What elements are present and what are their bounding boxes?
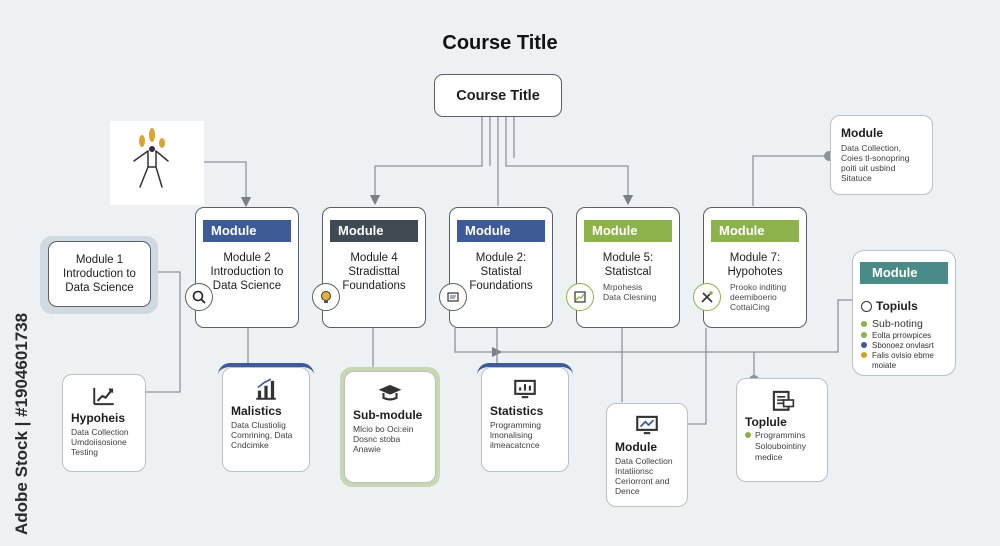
right-panel-item: Eolta prrowpices — [861, 330, 951, 340]
right-panel-item-label: Eolta prrowpices — [872, 330, 932, 340]
right-panel-item: Sub-noting — [861, 317, 951, 330]
document-icon — [439, 283, 467, 311]
right-panel-topic: Topiuls — [876, 299, 918, 313]
module-card-header: Module — [203, 220, 291, 242]
right-panel-item: Sbonoez onvlasrt — [861, 340, 951, 350]
bottom-card-item-label: medice — [755, 452, 783, 462]
bottom-card-item: Soloubointiny — [745, 441, 819, 451]
chart-icon — [566, 283, 594, 311]
right-panel-item-label: Falis ovisio ebme — [872, 350, 934, 360]
top-right-module-title: Module — [841, 126, 883, 140]
module-card-header: Module — [584, 220, 672, 242]
module-card-title: Module 2: Statistal Foundations — [469, 252, 533, 292]
bottom-card-item-label: Soloubointiny — [755, 441, 807, 451]
module-1-title: Module 1 Introduction to Data Science — [63, 254, 136, 294]
right-panel-topic-row: Topiuls — [861, 299, 918, 313]
person-illustration — [110, 121, 204, 205]
bottom-card-text: Data Clustiolig Comrining, Data Cndcimke — [231, 420, 293, 450]
graduation-cap-icon — [353, 380, 427, 408]
bottom-card-text: Data Collection Intatiionsc Ceriorront a… — [615, 456, 673, 496]
tools-icon — [693, 283, 721, 311]
bottom-card-item: medice — [745, 452, 819, 462]
bullet-dot-icon — [745, 432, 751, 438]
card-halo — [218, 363, 314, 476]
watermark: Adobe Stock | #1904601738 — [8, 290, 38, 535]
bottom-card-text: Mlcio bo Oci:ein Dosnc stoba Anawie — [353, 424, 414, 454]
bottom-card-title: Statistics — [490, 404, 544, 418]
bullet-dot-icon — [861, 352, 867, 358]
monitor-icon — [615, 412, 679, 440]
module-card-title: Module 7: Hypohotes — [727, 252, 783, 278]
right-panel-item-label: moiate — [872, 360, 897, 370]
bottom-card-text: Data Collection Umdoiisosione Testing — [71, 427, 129, 457]
bottom-card-title: Hypoheis — [71, 411, 126, 425]
top-right-module-text: Data Collection, Coies tl-sonopring poit… — [841, 143, 910, 183]
right-panel-item: moiate — [861, 360, 951, 370]
module-1-inner[interactable]: Module 1 Introduction to Data Science — [48, 241, 151, 307]
clipboard-icon — [745, 387, 819, 415]
bullet-dot-icon — [861, 362, 867, 368]
trend-chart-icon — [71, 383, 137, 411]
root-course-label: Course Title — [456, 87, 540, 104]
module-card-title: Module 4 Stradisttal Foundations — [342, 252, 406, 292]
module-card-header: Module — [711, 220, 799, 242]
root-course-box[interactable]: Course Title — [434, 74, 562, 117]
bottom-card-title: Sub-module — [353, 408, 423, 422]
module-card-title: Module 5: Statistcal — [602, 252, 654, 278]
bullet-dot-icon — [861, 320, 867, 327]
radio-circle-icon — [861, 300, 872, 312]
right-panel-item-label: Sub-noting — [872, 317, 923, 330]
top-right-module-card[interactable]: Module Data Collection, Coies tl-sonopri… — [830, 115, 933, 195]
page-title: Course Title — [442, 32, 558, 54]
right-panel-item-label: Sbonoez onvlasrt — [872, 340, 934, 350]
module-card-subtext: Mrpohesis Data Clesning — [603, 282, 657, 302]
right-panel-header: Module — [860, 262, 948, 284]
bottom-card-title: Toplule — [745, 415, 787, 429]
bottom-card-text: Programming lmonalising ilmeacatcnce — [490, 420, 542, 450]
module-card-subtext: Prooko inditing deemiboerio CottaiCing — [730, 282, 787, 312]
card-halo — [477, 363, 573, 476]
module-card-header: Module — [457, 220, 545, 242]
bottom-card-title: Module — [615, 440, 657, 454]
bar-chart-icon — [231, 376, 301, 404]
module-card-header: Module — [330, 220, 418, 242]
right-panel-item: Falis ovisio ebme — [861, 350, 951, 360]
magnifier-icon — [185, 283, 213, 311]
monitor-chart-icon — [490, 376, 560, 404]
lightbulb-icon — [312, 283, 340, 311]
module-card-title: Module 2 Introduction to Data Science — [210, 252, 284, 292]
bottom-card-item: Programmins — [745, 430, 819, 440]
bottom-card-title: Malistics — [231, 404, 282, 418]
bullet-dot-icon — [745, 443, 751, 449]
bottom-card-item-label: Programmins — [755, 430, 806, 440]
bullet-dot-icon — [745, 454, 751, 460]
bullet-dot-icon — [861, 342, 867, 348]
watermark-text: Adobe Stock | #1904601738 — [12, 312, 31, 535]
bullet-dot-icon — [861, 332, 867, 338]
